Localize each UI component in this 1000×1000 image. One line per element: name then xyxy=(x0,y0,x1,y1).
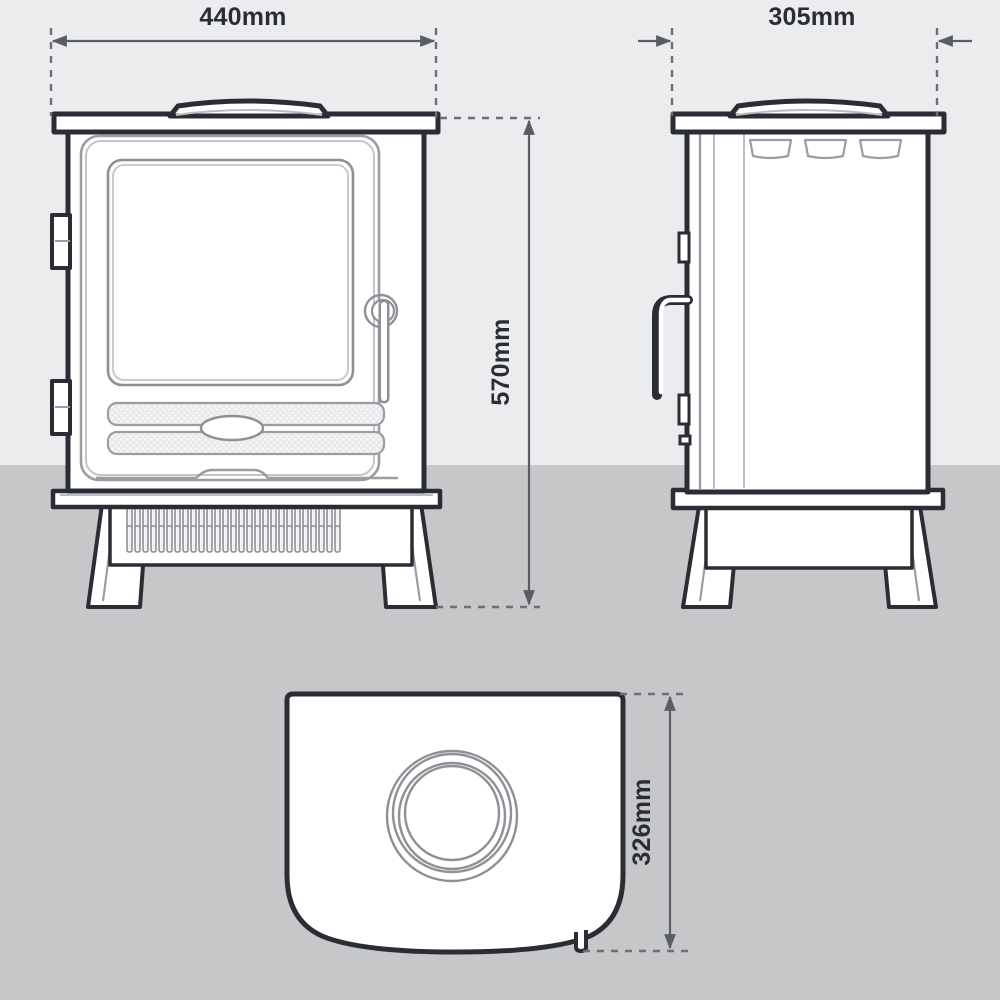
plan-rear-tab xyxy=(574,930,588,953)
front-vent-handle[interactable] xyxy=(199,414,265,442)
side-legs xyxy=(681,498,938,609)
dimension-plan-depth-326: 326mm xyxy=(583,692,690,953)
flue-ring-4 xyxy=(403,764,501,862)
side-top-cap-inner xyxy=(735,109,883,116)
front-view xyxy=(50,98,443,609)
side-riddling-handle[interactable] xyxy=(652,295,693,400)
dim-label-570: 570mm xyxy=(487,318,515,405)
side-body xyxy=(684,121,931,495)
front-door-handle[interactable] xyxy=(363,293,399,404)
fin-grille xyxy=(126,507,341,559)
riddling-handle-rod-face xyxy=(658,297,691,395)
plan-top-plate-outline xyxy=(284,691,626,955)
flue-ring-2 xyxy=(391,752,513,874)
side-slot-vent-1[interactable] xyxy=(748,138,793,160)
side-latch-nub xyxy=(678,434,692,446)
flue-ring-1 xyxy=(385,749,519,883)
front-top-cap-inner xyxy=(175,109,323,116)
side-slot-vent-2[interactable] xyxy=(803,138,848,160)
side-slot-vent-3[interactable] xyxy=(858,138,903,160)
dim-label-305: 305mm xyxy=(768,3,855,31)
dimension-height-570: 570mm xyxy=(436,116,540,609)
dimension-depth-305: 305mm xyxy=(638,3,972,116)
plan-view xyxy=(284,691,626,955)
plan-flue-collar-rings xyxy=(385,749,519,883)
dimension-width-440: 440mm xyxy=(49,3,438,118)
dim-label-326: 326mm xyxy=(628,778,656,865)
side-hinge-nub-lower xyxy=(677,393,691,426)
side-hinge-nub-upper xyxy=(677,231,691,264)
front-hinge-lower xyxy=(50,379,72,436)
front-hinge-upper xyxy=(50,213,72,270)
front-door-glass-inner xyxy=(112,164,349,381)
front-ash-lip xyxy=(96,468,398,480)
side-view xyxy=(652,98,947,609)
dim-label-440: 440mm xyxy=(199,3,286,31)
flue-ring-3 xyxy=(397,761,507,871)
